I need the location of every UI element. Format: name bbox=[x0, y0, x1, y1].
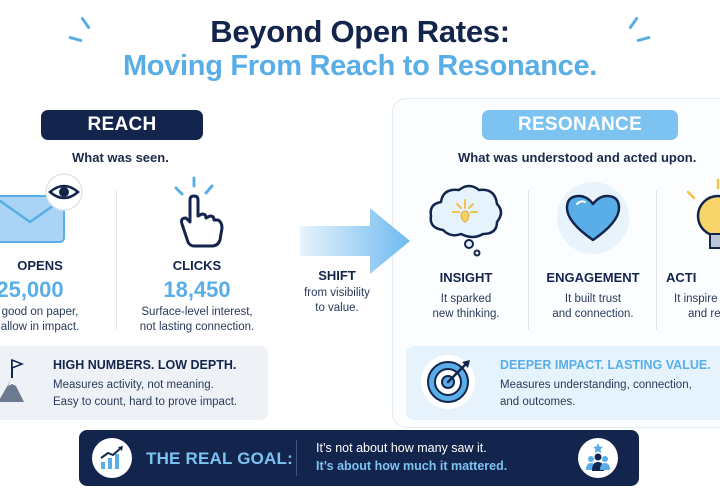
target-icon bbox=[421, 355, 475, 409]
heart-icon bbox=[557, 182, 629, 254]
reach-label: REACH bbox=[41, 110, 203, 140]
envelope-icon bbox=[0, 195, 65, 243]
metric-clicks-heading: CLICKS bbox=[172, 258, 222, 273]
goal-line-1: It’s not about how many saw it. bbox=[316, 441, 487, 455]
pointer-hand-icon bbox=[174, 176, 224, 248]
metric-clicks-desc-1: Surface-level interest, bbox=[141, 306, 253, 318]
lightbulb-icon bbox=[686, 178, 720, 249]
metric-engagement-desc-1: It built trust bbox=[564, 293, 622, 305]
title-line-1: Beyond Open Rates: bbox=[210, 14, 510, 49]
goal-line-2: It’s about how much it mattered. bbox=[316, 459, 508, 473]
reach-summary-box bbox=[0, 346, 268, 420]
resonance-summary-heading: DEEPER IMPACT. LASTING VALUE. bbox=[500, 358, 711, 372]
metric-insight-heading: INSIGHT bbox=[439, 270, 493, 285]
metric-opens-value: 25,000 bbox=[0, 277, 64, 302]
reach-separator bbox=[116, 190, 117, 330]
metric-engagement-desc-2: and connection. bbox=[552, 308, 634, 320]
metric-clicks-value: 18,450 bbox=[163, 277, 231, 302]
resonance-label: RESONANCE bbox=[482, 110, 678, 140]
resonance-summary-line-1: Measures understanding, connection, bbox=[500, 379, 692, 391]
growth-chart-icon bbox=[100, 446, 123, 469]
resonance-subtitle: What was understood and acted upon. bbox=[458, 150, 697, 165]
right-arrow-icon bbox=[300, 208, 410, 274]
metric-action-desc-1: It inspire bbox=[674, 293, 718, 305]
goal-heading: THE REAL GOAL: bbox=[146, 449, 293, 468]
goal-banner bbox=[79, 430, 639, 486]
metric-opens-heading: OPENS bbox=[17, 258, 63, 273]
reach-subtitle: What was seen. bbox=[72, 150, 169, 165]
reach-summary-line-1: Measures activity, not meaning. bbox=[53, 379, 214, 391]
sparkle-right-icon bbox=[622, 14, 652, 54]
resonance-separator-1 bbox=[528, 190, 529, 330]
metric-opens-desc-1: good on paper, bbox=[1, 306, 79, 318]
resonance-separator-2 bbox=[656, 190, 657, 330]
goal-separator bbox=[296, 440, 297, 476]
mountain-flag-icon bbox=[0, 358, 25, 402]
shift-line-1: from visibility bbox=[304, 287, 370, 299]
metric-clicks-desc-2: not lasting connection. bbox=[139, 321, 255, 333]
people-star-icon bbox=[586, 443, 610, 471]
metric-action-heading: ACTI bbox=[666, 270, 697, 285]
shift-heading: SHIFT bbox=[318, 268, 356, 283]
metric-insight-desc-2: new thinking. bbox=[432, 308, 500, 320]
resonance-summary-line-2: and outcomes. bbox=[500, 396, 576, 408]
metric-insight-desc-1: It sparked bbox=[440, 293, 492, 305]
metric-engagement-heading: ENGAGEMENT bbox=[546, 270, 640, 285]
thought-bubble-icon bbox=[429, 184, 503, 257]
title-line-2: Moving From Reach to Resonance. bbox=[122, 50, 598, 82]
sparkle-left-icon bbox=[68, 14, 100, 54]
metric-opens-desc-2: allow in impact. bbox=[0, 321, 80, 333]
metric-action-desc-2: and re bbox=[688, 308, 720, 320]
eye-icon bbox=[45, 173, 83, 211]
shift-line-2: to value. bbox=[315, 302, 359, 314]
reach-summary-heading: HIGH NUMBERS. LOW DEPTH. bbox=[53, 358, 237, 372]
reach-summary-line-2: Easy to count, hard to prove impact. bbox=[53, 396, 238, 408]
